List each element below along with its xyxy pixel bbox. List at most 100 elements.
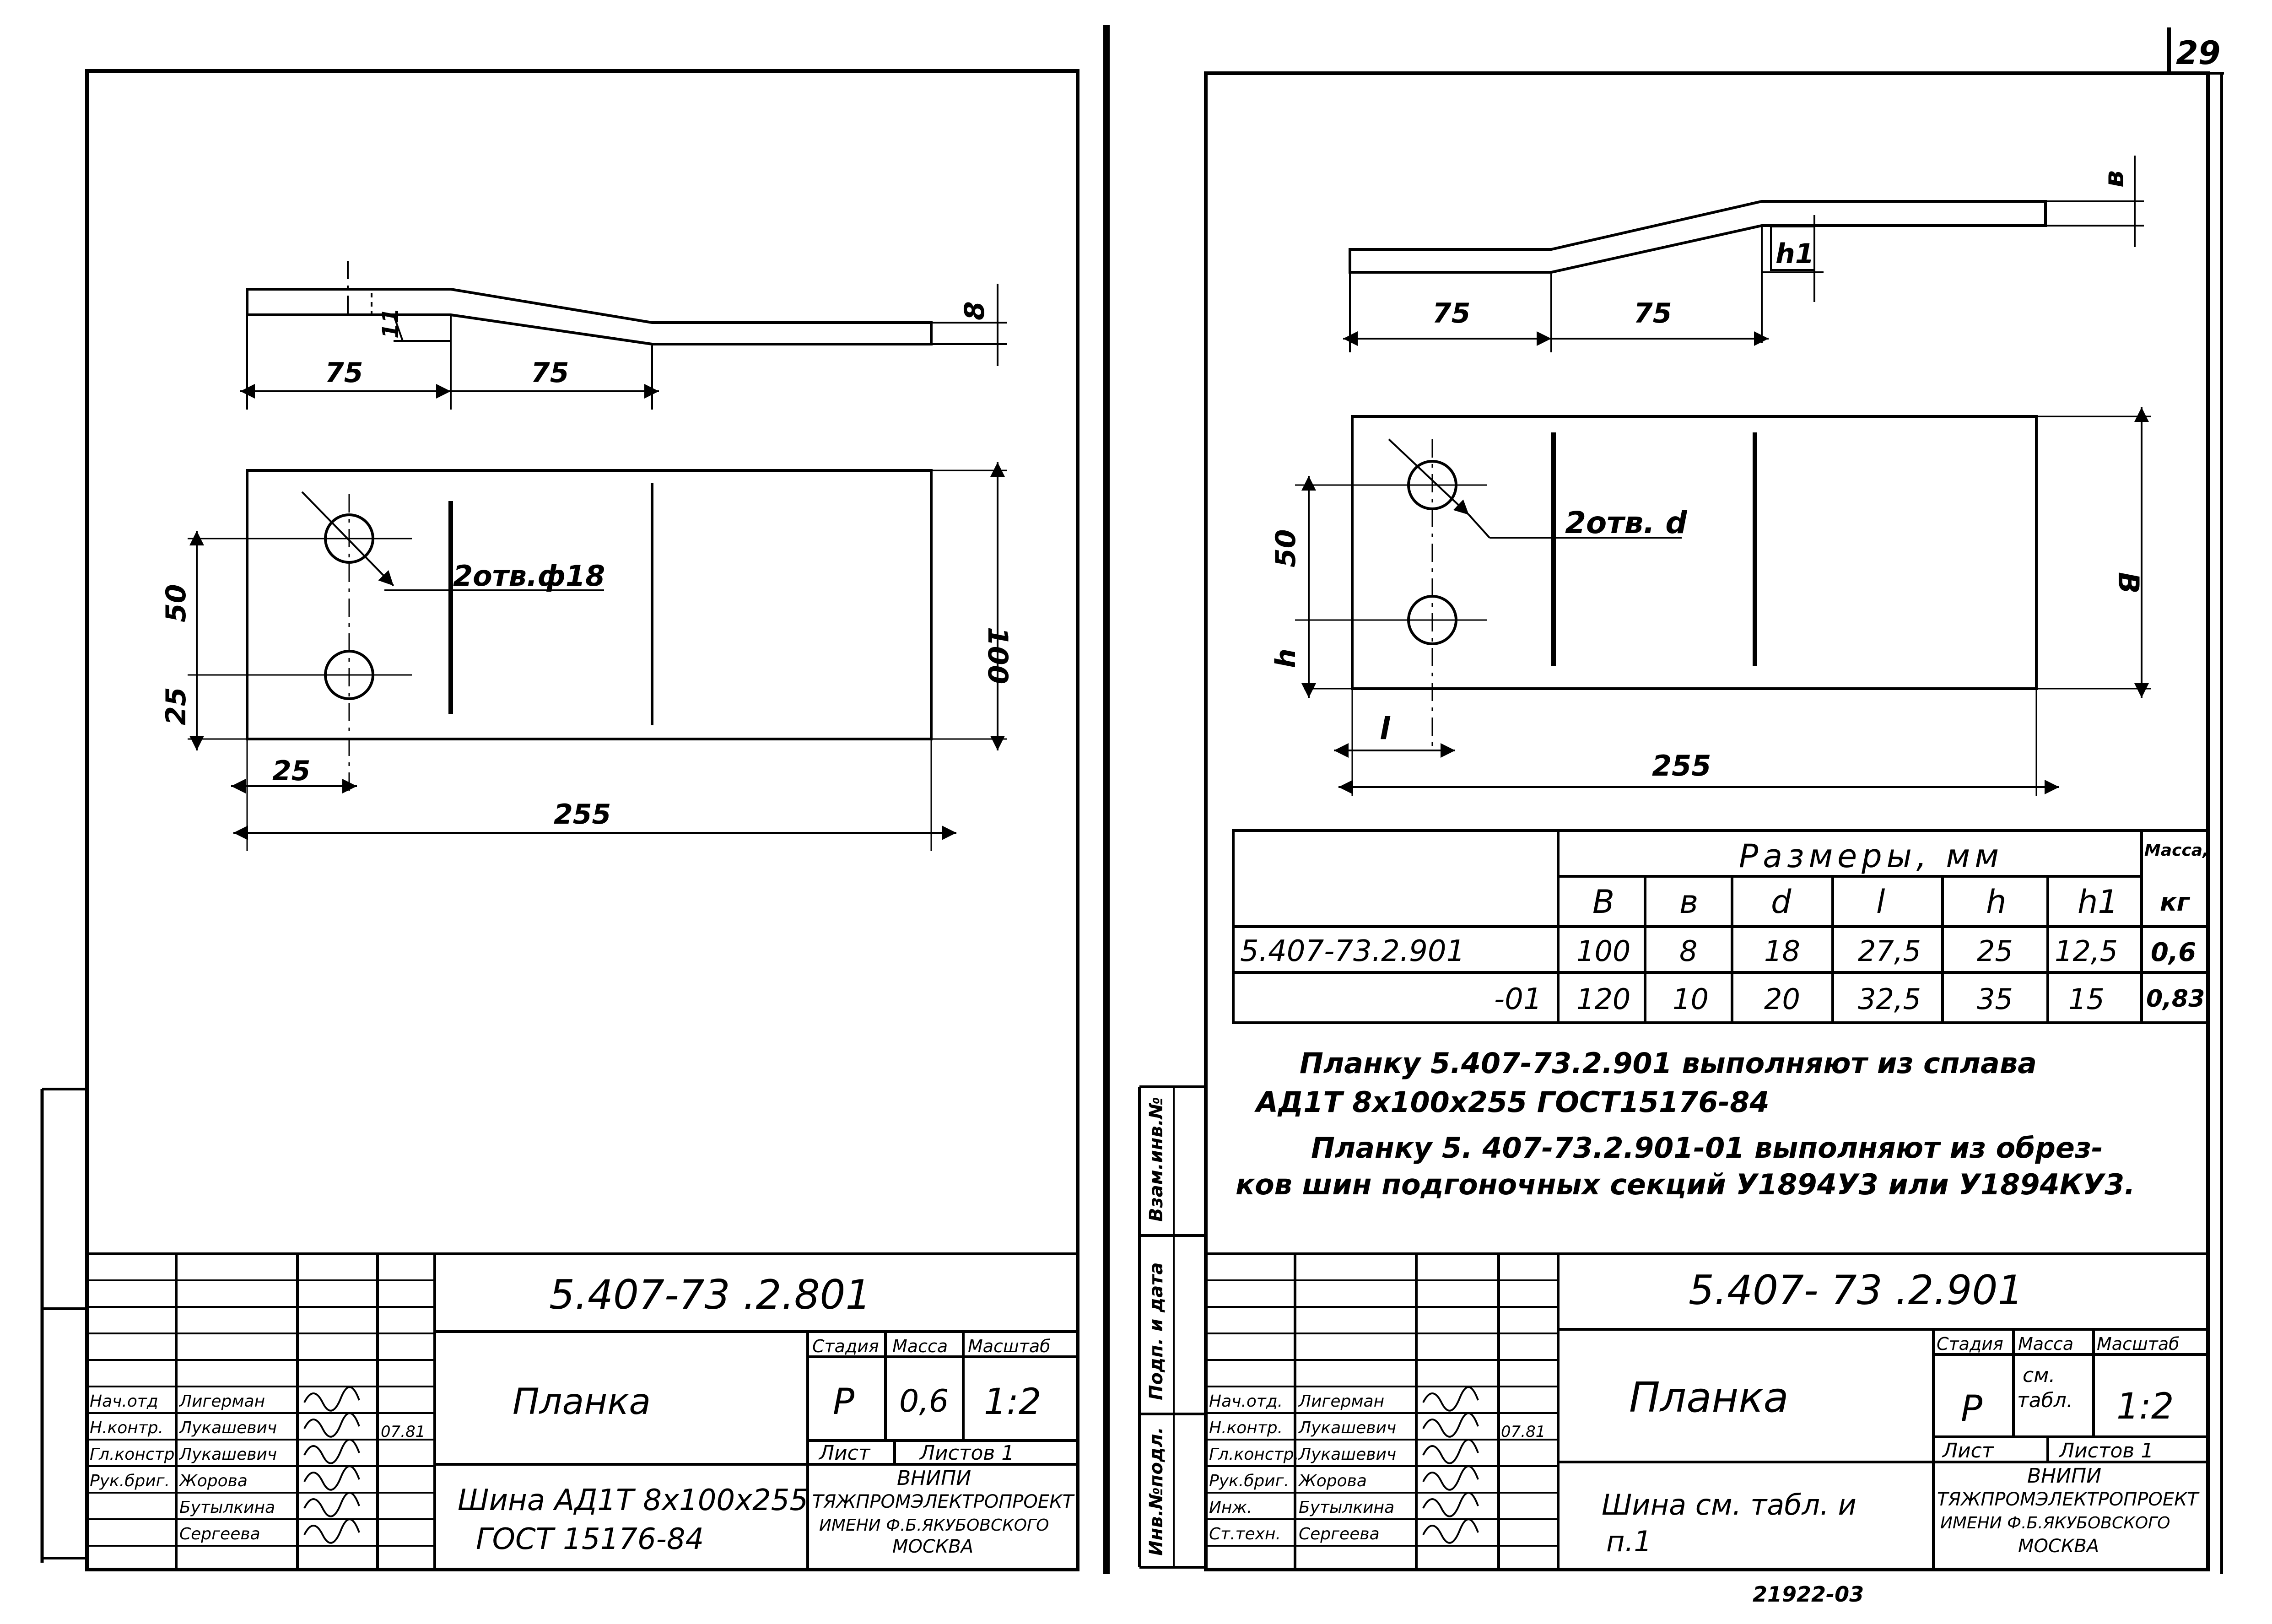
left-frame bbox=[85, 69, 1079, 1571]
table-col-b: в bbox=[1679, 883, 1698, 921]
left-sheet: 75 75 8 11 bbox=[40, 25, 1110, 1574]
signer-name: Лукашевич bbox=[178, 1445, 277, 1464]
dim-50: 50 bbox=[1270, 529, 1302, 568]
right-signature-roles: Нач.отд. Н.контр. Гл.констр. Рук.бриг. И… bbox=[1209, 1392, 1299, 1543]
table-col-h1: h1 bbox=[2078, 883, 2118, 921]
dim-width-B: В bbox=[2112, 572, 2145, 593]
left-signature-roles: Нач.отд Н.контр. Гл.констр. Рук.бриг. bbox=[90, 1392, 180, 1490]
scale-value: 1:2 bbox=[984, 1381, 1042, 1423]
table-col-B: В bbox=[1592, 883, 1614, 921]
mass-value-line-1: см. bbox=[2023, 1364, 2055, 1387]
cell-B: 100 bbox=[1576, 934, 1630, 968]
table-col-h: h bbox=[1986, 883, 2006, 921]
table-row: -01 120 10 20 32,5 35 15 0,83 bbox=[1494, 982, 2205, 1016]
cell-h1: 12,5 bbox=[2055, 934, 2118, 968]
archive-number: 21922-03 bbox=[1753, 1582, 1864, 1607]
role-label: Гл.констр. bbox=[90, 1445, 180, 1464]
role-label: Нач.отд bbox=[90, 1392, 158, 1411]
right-side-stamp bbox=[1138, 1085, 1206, 1569]
org-name-4: МОСКВА bbox=[892, 1536, 973, 1557]
note-line-2: АД1Т 8х100х255 ГОСТ15176-84 bbox=[1254, 1085, 1769, 1119]
org-name-4: МОСКВА bbox=[2018, 1536, 2099, 1557]
dim-255: 255 bbox=[1652, 749, 1711, 782]
doc-code: 5.407- 73 .2.901 bbox=[1689, 1267, 2024, 1314]
doc-code: 5.407-73 .2.801 bbox=[549, 1271, 871, 1318]
role-label: Ст.техн. bbox=[1209, 1525, 1281, 1543]
table-row: 5.407-73.2.901 100 8 18 27,5 25 12,5 0,6 bbox=[1240, 934, 2196, 968]
table-column-headers: В в d l h h1 bbox=[1592, 883, 2118, 921]
role-label: Рук.бриг. bbox=[1209, 1472, 1289, 1490]
cell-b: 10 bbox=[1673, 982, 1709, 1016]
signer-name: Лукашевич bbox=[1298, 1419, 1396, 1437]
dim-l: l bbox=[1380, 711, 1391, 746]
signer-name: Бутылкина bbox=[179, 1498, 275, 1517]
note-line-3: Планку 5. 407-73.2.901-01 выполняют из о… bbox=[1311, 1131, 2103, 1165]
dim-100: 100 bbox=[982, 627, 1014, 684]
left-title-block bbox=[87, 1252, 1078, 1570]
material-line-1: Шина см. табл. и bbox=[1602, 1488, 1856, 1521]
stamp-replaced-inv: Взам.инв.№ bbox=[1146, 1097, 1167, 1222]
dim-50: 50 bbox=[160, 584, 192, 623]
cell-h1: 15 bbox=[2068, 982, 2105, 1016]
signer-name: Жорова bbox=[1298, 1472, 1367, 1490]
right-plan-view bbox=[1295, 407, 2151, 796]
col-mass: Масса bbox=[2018, 1334, 2073, 1354]
right-title-block bbox=[1206, 1252, 2208, 1570]
sheet-label: Лист bbox=[1942, 1439, 1994, 1462]
left-signature-marks bbox=[303, 1386, 360, 1544]
dim-thickness: 8 bbox=[959, 301, 991, 320]
col-stage: Стадия bbox=[1937, 1334, 2003, 1354]
role-label: Н.контр. bbox=[90, 1419, 163, 1437]
cell-h: 25 bbox=[1977, 934, 2013, 968]
signer-name: Бутылкина bbox=[1299, 1498, 1394, 1517]
cell-b: 8 bbox=[1679, 934, 1697, 968]
page-number: 29 bbox=[2176, 34, 2220, 72]
cell-l: 27,5 bbox=[1858, 934, 1921, 968]
note-line-4: ков шин подгоночных секций У1894У3 или У… bbox=[1236, 1168, 2135, 1201]
material-line-2: п.1 bbox=[1606, 1525, 1652, 1558]
right-sheet: 29 Инв.№подл. Подп. и дата Взам.инв.№ bbox=[1138, 27, 2224, 1607]
sheets-label: Листов 1 bbox=[2058, 1439, 2153, 1462]
hole-callout: 2отв.ф18 bbox=[453, 559, 605, 593]
right-signature-names: Лигерман Лукашевич Лукашевич Жорова Буты… bbox=[1298, 1392, 1396, 1543]
role-label: Н.контр. bbox=[1209, 1419, 1283, 1437]
role-label: Рук.бриг. bbox=[90, 1472, 170, 1490]
left-plan-view bbox=[188, 462, 1007, 851]
dim-side-a: 75 bbox=[1432, 297, 1471, 329]
cell-h: 35 bbox=[1977, 982, 2013, 1016]
col-scale: Масштаб bbox=[968, 1336, 1051, 1356]
dim-25-horizontal: 25 bbox=[272, 755, 311, 787]
table-mass-unit: кг bbox=[2160, 888, 2191, 917]
cell-B: 120 bbox=[1576, 982, 1630, 1016]
dim-h1: h1 bbox=[1776, 238, 1814, 270]
signer-name: Жорова bbox=[178, 1472, 248, 1490]
row-designation: -01 bbox=[1494, 982, 1542, 1016]
right-signature-marks bbox=[1422, 1386, 1479, 1544]
cell-d: 20 bbox=[1764, 982, 1800, 1016]
signer-name: Лигерман bbox=[178, 1392, 265, 1411]
sizes-table bbox=[1232, 829, 2209, 1024]
role-label: Гл.констр. bbox=[1209, 1445, 1299, 1464]
scale-value: 1:2 bbox=[2116, 1386, 2174, 1427]
note-line-1: Планку 5.407-73.2.901 выполняют из сплав… bbox=[1300, 1047, 2037, 1080]
mass-value: 0,6 bbox=[899, 1383, 949, 1419]
dim-side-a: 75 bbox=[325, 357, 363, 389]
sheets-label: Листов 1 bbox=[919, 1441, 1014, 1465]
col-scale: Масштаб bbox=[2097, 1334, 2180, 1354]
org-name-1: ВНИПИ bbox=[897, 1467, 971, 1490]
left-signature-names: Лигерман Лукашевич Лукашевич Жорова Буты… bbox=[178, 1392, 277, 1543]
table-size-header: Размеры, мм bbox=[1739, 837, 2003, 875]
dim-h1: 11 bbox=[378, 308, 404, 339]
dim-side-b: 75 bbox=[531, 357, 569, 389]
signer-name: Сергеева bbox=[1299, 1525, 1380, 1543]
org-name-3: ИМЕНИ Ф.Б.ЯКУБОВСКОГО bbox=[819, 1516, 1049, 1535]
signer-name: Лигерман bbox=[1298, 1392, 1384, 1411]
org-name-2: ТЯЖПРОМЭЛЕКТРОПРОЕКТ bbox=[812, 1491, 1075, 1512]
right-frame bbox=[1204, 71, 2210, 1571]
col-stage: Стадия bbox=[812, 1336, 879, 1356]
org-name-2: ТЯЖПРОМЭЛЕКТРОПРОЕКТ bbox=[1937, 1489, 2200, 1510]
signer-name: Лукашевич bbox=[178, 1419, 277, 1437]
material-line-1: Шина АД1Т 8х100х255 bbox=[458, 1484, 808, 1517]
stamp-signature-date: Подп. и дата bbox=[1146, 1263, 1167, 1400]
row-designation: 5.407-73.2.901 bbox=[1240, 934, 1465, 968]
